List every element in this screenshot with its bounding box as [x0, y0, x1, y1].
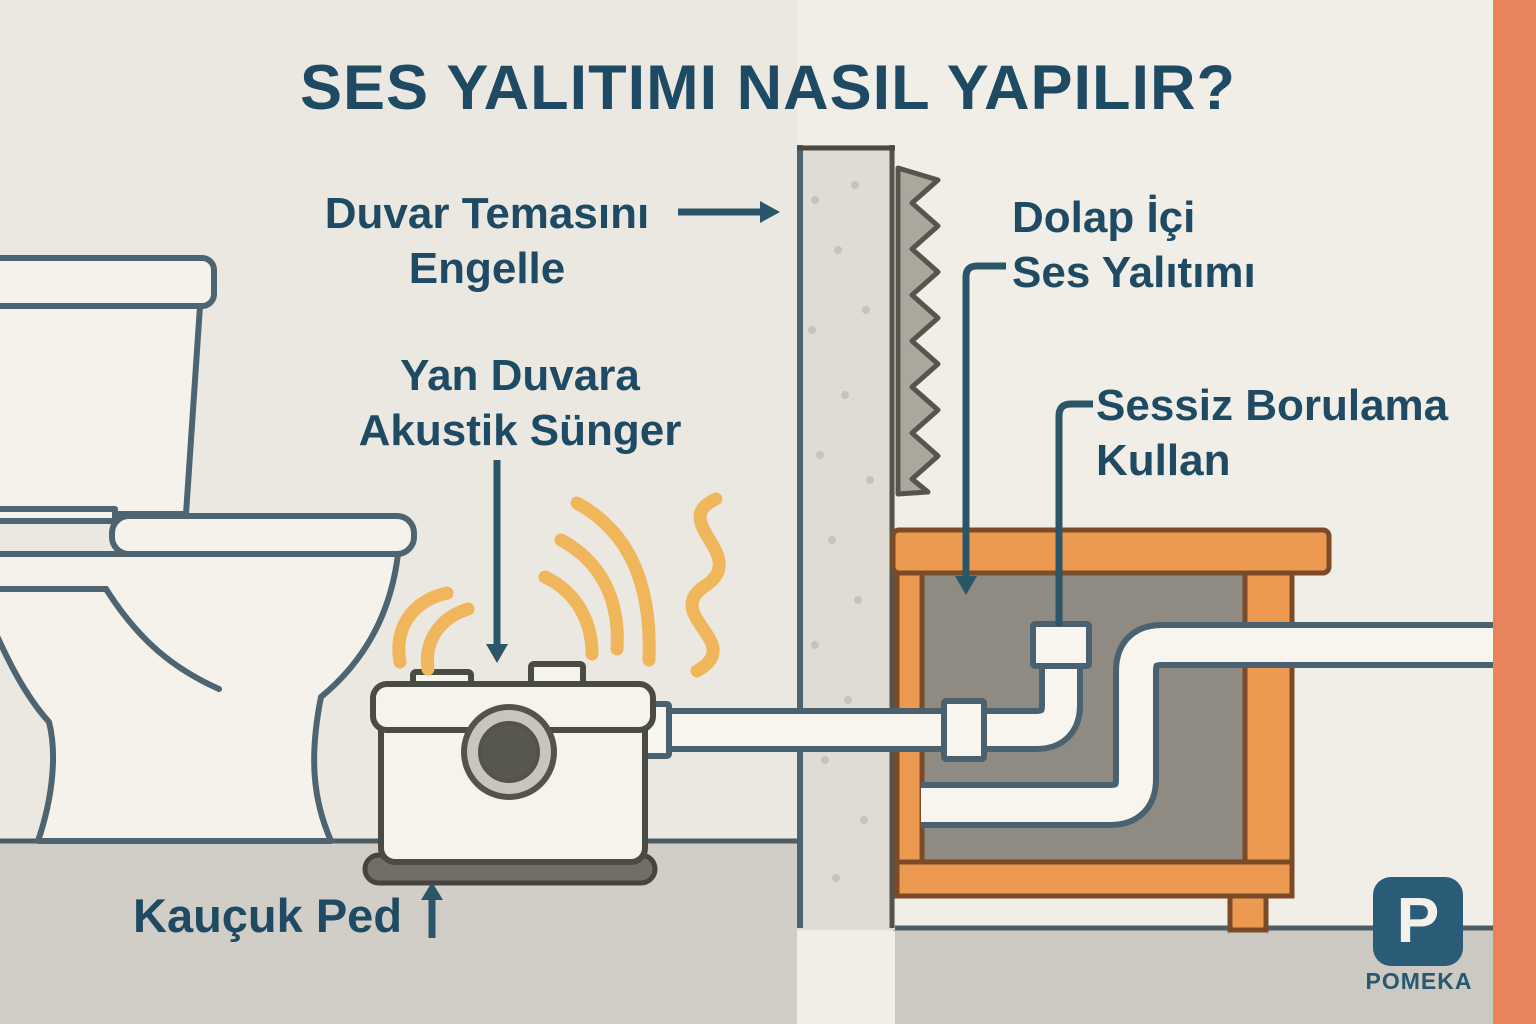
- page-title: SES YALITIMI NASIL YAPILIR?: [299, 53, 1237, 123]
- toilet-tank: [0, 303, 203, 517]
- label-rubber-pad: Kauçuk Ped: [133, 889, 403, 942]
- label-line: Yan Duvara: [400, 351, 640, 400]
- acoustic-foam-icon: [895, 165, 941, 497]
- up-arrowhead-icon: [421, 882, 443, 900]
- annotation-connectors: [421, 201, 1093, 938]
- cabinet-right-post: [1242, 570, 1295, 869]
- label-line: Akustik Sünger: [358, 406, 682, 455]
- pipe-coupling: [941, 698, 987, 762]
- cabinet-arrowhead-icon: [955, 576, 977, 595]
- macerator-pump-icon: [362, 661, 658, 886]
- pipe-icon: [921, 628, 1536, 822]
- logo-p-icon: P: [1373, 877, 1463, 966]
- silent-pipe-coupling: [1030, 621, 1092, 669]
- label-line: Duvar Temasını: [324, 189, 650, 238]
- cabinet-leg: [1227, 893, 1269, 933]
- label-line: Dolap İçi: [1012, 193, 1196, 242]
- silent-piping-connector: [1055, 400, 1093, 626]
- wall-speckles: [808, 181, 874, 882]
- label-acoustic-foam: Yan Duvara Akustik Sünger: [335, 348, 705, 458]
- label-line: Engelle: [408, 244, 566, 293]
- sound-waves-icon: [392, 492, 726, 678]
- toilet-bowl: [0, 551, 401, 844]
- logo-letter: P: [1396, 883, 1440, 956]
- label-cabinet-insulation: Dolap İçi Ses Yalıtımı: [1012, 190, 1432, 300]
- label-wall-contact: Duvar Temasını Engelle: [302, 186, 672, 296]
- cabinet-insulation-connector: [962, 262, 1006, 576]
- toilet-icon: [0, 255, 417, 844]
- toilet-bowl-curve: [0, 586, 222, 692]
- accent-stripe: [1493, 0, 1536, 1024]
- pump-discharge-pipe: [646, 652, 1077, 746]
- down-arrowhead-icon: [486, 644, 508, 663]
- brand-wordmark: POMEKA: [1365, 968, 1473, 994]
- label-line: Ses Yalıtımı: [1012, 248, 1256, 297]
- toilet-rim-back: [0, 506, 118, 524]
- label-line: Kullan: [1096, 436, 1231, 485]
- label-line: Sessiz Borulama: [1096, 381, 1449, 430]
- concrete-wall: [797, 145, 895, 930]
- pipes: [638, 621, 1536, 828]
- cabinet-bottom-shelf: [894, 859, 1295, 899]
- cabinet-countertop: [890, 527, 1332, 576]
- label-silent-piping: Sessiz Borulama Kullan: [1096, 378, 1516, 488]
- toilet-seat: [109, 513, 417, 557]
- toilet-tank-lid: [0, 255, 217, 309]
- pump-inlet-hole: [478, 721, 540, 783]
- right-arrowhead-icon: [760, 201, 780, 223]
